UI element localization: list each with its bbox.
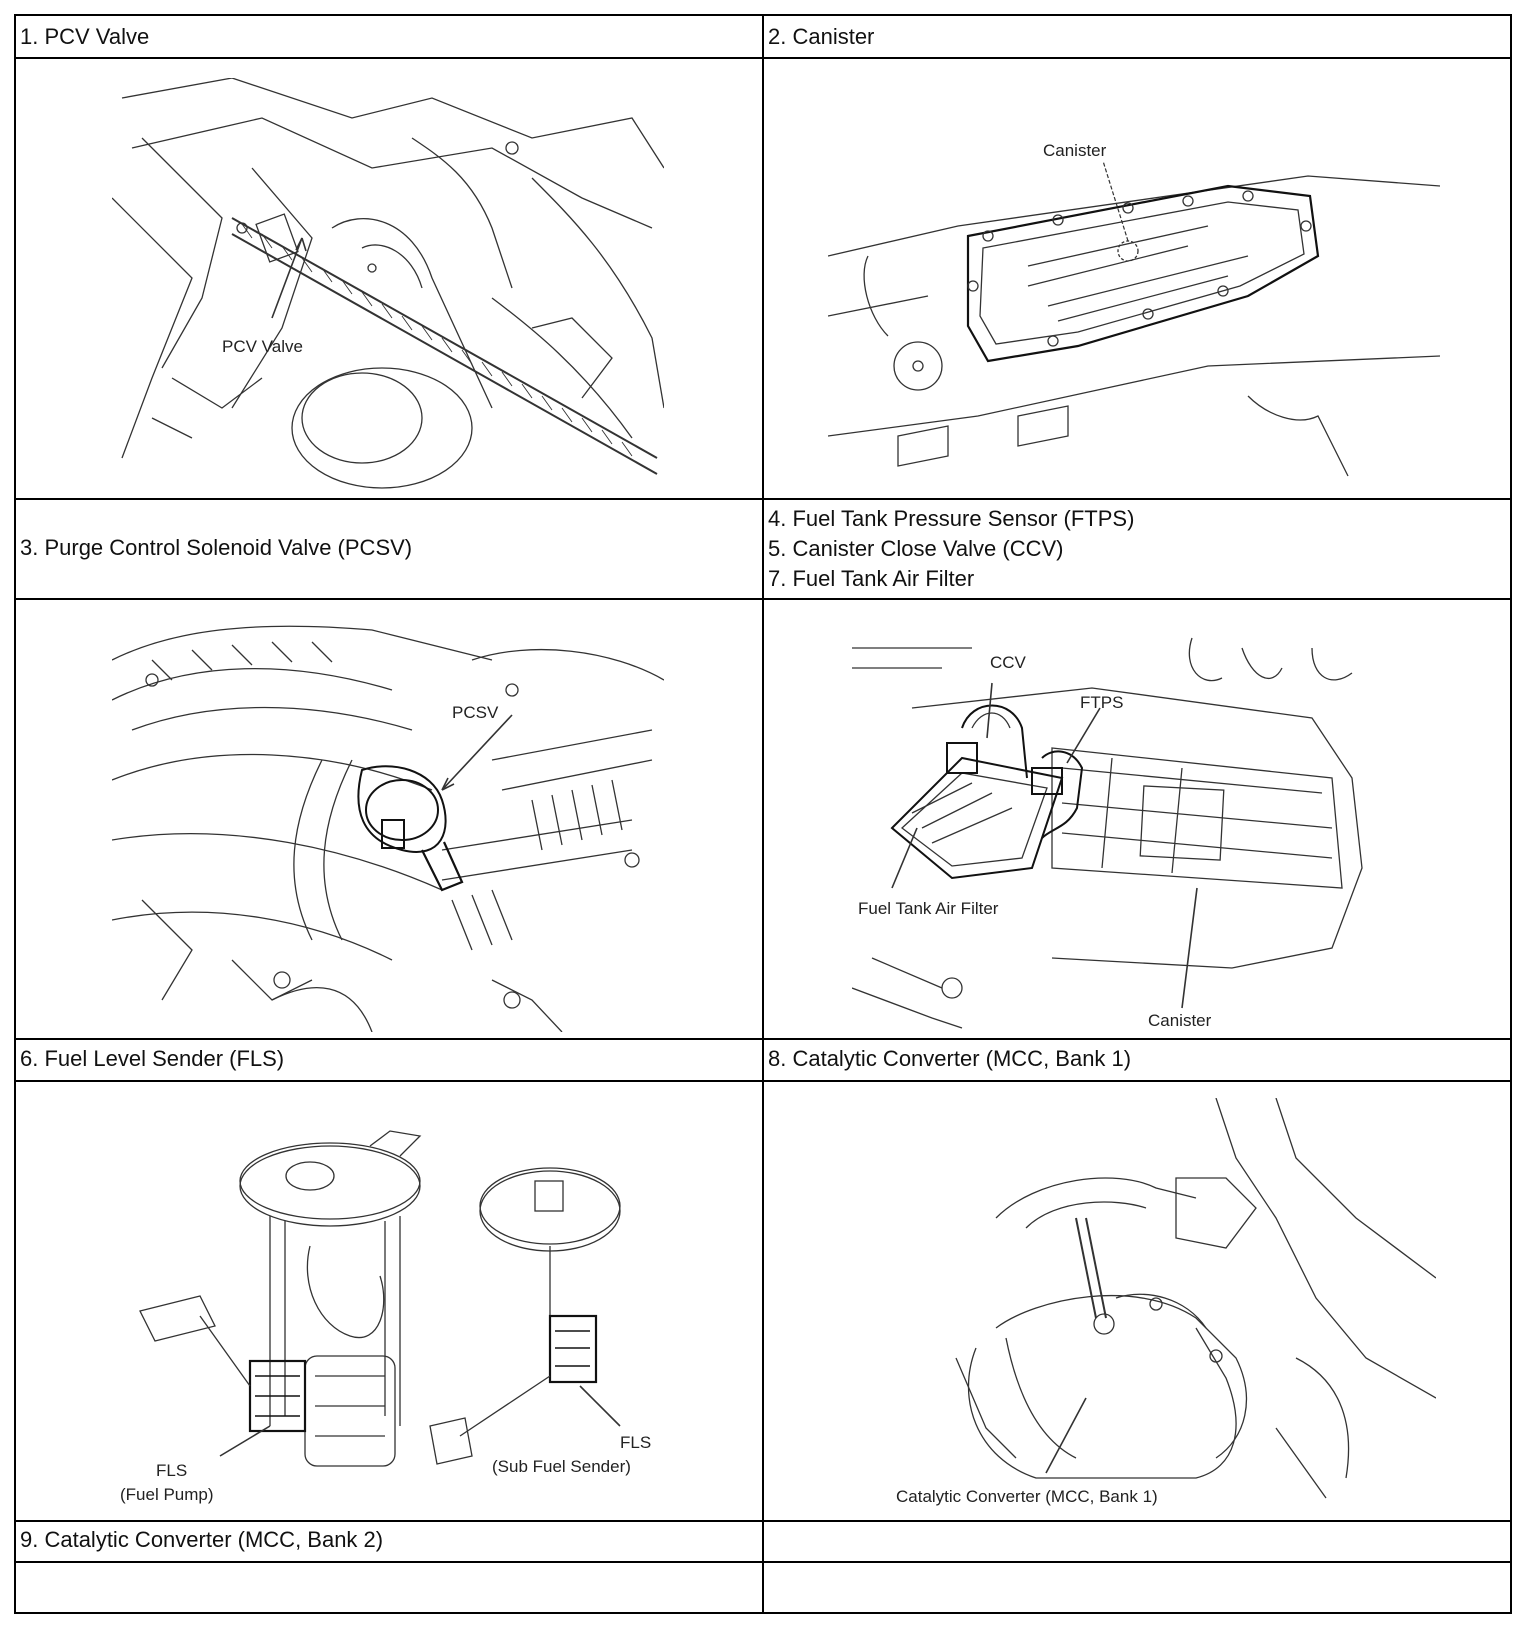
ccv-label: CCV bbox=[990, 653, 1027, 672]
fls-sub-label: FLS bbox=[620, 1433, 651, 1452]
pcsv-title: 3. Purge Control Solenoid Valve (PCSV) bbox=[20, 535, 413, 560]
ftps-label: FTPS bbox=[1080, 693, 1123, 712]
row-divider bbox=[16, 1561, 1510, 1563]
row-divider bbox=[16, 1038, 1510, 1040]
canister-title: 2. Canister bbox=[768, 24, 875, 49]
pcsv-label: PCSV bbox=[452, 703, 499, 722]
ftps-ccv-filter-titles: 4. Fuel Tank Pressure Sensor (FTPS) 5. C… bbox=[768, 504, 1134, 594]
row-divider bbox=[16, 598, 1510, 600]
fls-pump-label: FLS bbox=[156, 1461, 187, 1480]
canister-illustration: Canister bbox=[828, 116, 1440, 492]
mcc-bank1-label: Catalytic Converter (MCC, Bank 1) bbox=[896, 1487, 1158, 1506]
fuel-pump-label: (Fuel Pump) bbox=[120, 1485, 214, 1504]
ccv-title: 5. Canister Close Valve (CCV) bbox=[768, 536, 1064, 561]
row-divider bbox=[16, 498, 1510, 500]
mcc-bank1-illustration: Catalytic Converter (MCC, Bank 1) bbox=[896, 1098, 1436, 1510]
component-table: 1. PCV Valve 2. Canister PCV Valv bbox=[14, 14, 1512, 1614]
pcv-valve-illustration: PCV Valve bbox=[112, 78, 664, 490]
fls-illustration: FLS (Sub Fuel Sender) FLS (Fuel Pump) bbox=[120, 1126, 702, 1512]
fls-title: 6. Fuel Level Sender (FLS) bbox=[20, 1046, 285, 1071]
ftps-ccv-filter-illustration: CCV FTPS Fuel Tank Air Filter Canister bbox=[852, 628, 1412, 1030]
ftps-title: 4. Fuel Tank Pressure Sensor (FTPS) bbox=[768, 506, 1135, 531]
sub-fuel-sender-label: (Sub Fuel Sender) bbox=[492, 1457, 631, 1476]
pcsv-illustration: PCSV bbox=[112, 620, 664, 1032]
pcv-valve-label: PCV Valve bbox=[222, 337, 303, 356]
fuel-tank-air-filter-label: Fuel Tank Air Filter bbox=[858, 899, 999, 918]
column-divider bbox=[762, 16, 764, 1612]
air-filter-title: 7. Fuel Tank Air Filter bbox=[768, 566, 975, 591]
mcc-bank2-title: 9. Catalytic Converter (MCC, Bank 2) bbox=[20, 1527, 384, 1552]
row-divider bbox=[16, 1520, 1510, 1522]
mcc-bank1-title: 8. Catalytic Converter (MCC, Bank 1) bbox=[768, 1046, 1132, 1071]
canister-label: Canister bbox=[1043, 141, 1107, 160]
row-divider bbox=[16, 57, 1510, 59]
canister-label-2: Canister bbox=[1148, 1011, 1212, 1030]
row-divider bbox=[16, 1080, 1510, 1082]
pcv-valve-title: 1. PCV Valve bbox=[20, 24, 150, 49]
